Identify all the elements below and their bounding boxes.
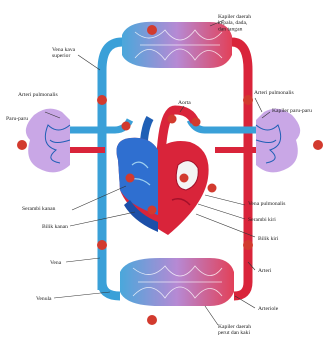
heart <box>117 138 209 235</box>
label-bilik-kiri: Bilik kiri <box>258 236 279 242</box>
left-lung <box>26 109 70 173</box>
label-vena-cava-superior: Vena kavasuperior <box>52 47 76 59</box>
top-capillary-bed <box>122 22 232 68</box>
label-venula: Venula <box>36 296 52 302</box>
bottom-capillary-bed <box>120 258 234 306</box>
label-paru-paru-left: Paru-paru <box>6 116 28 122</box>
label-arteri-pulmonalis-right: Arteri pulmonalis <box>254 90 294 96</box>
label-bottom-capillaries: Kapiler daerahperut dan kaki <box>218 324 251 336</box>
label-vena-pulmonalis: Vena pulmonalis <box>248 201 285 207</box>
label-top-capillaries: Kapiler daerahkepala, dada,dan tangan <box>218 14 251 32</box>
label-aorta: Aorta <box>178 100 191 106</box>
label-serambi-kiri: Serambi kiri <box>248 217 276 223</box>
right-lung <box>256 109 300 173</box>
label-serambi-kanan: Serambi kanan <box>22 206 56 212</box>
label-arteri: Arteri <box>258 268 272 274</box>
label-vena: Vena <box>50 260 62 266</box>
label-paru-paru-right: Kapiler paru-paru <box>272 108 312 114</box>
label-arteri-pulmonalis-left: Arteri pulmonalis <box>18 92 58 98</box>
marker-top <box>147 25 157 35</box>
label-arteriole: Arteriole <box>258 306 279 312</box>
label-bilik-kanan: Bilik kanan <box>42 224 68 230</box>
marker-bottom <box>147 315 157 325</box>
